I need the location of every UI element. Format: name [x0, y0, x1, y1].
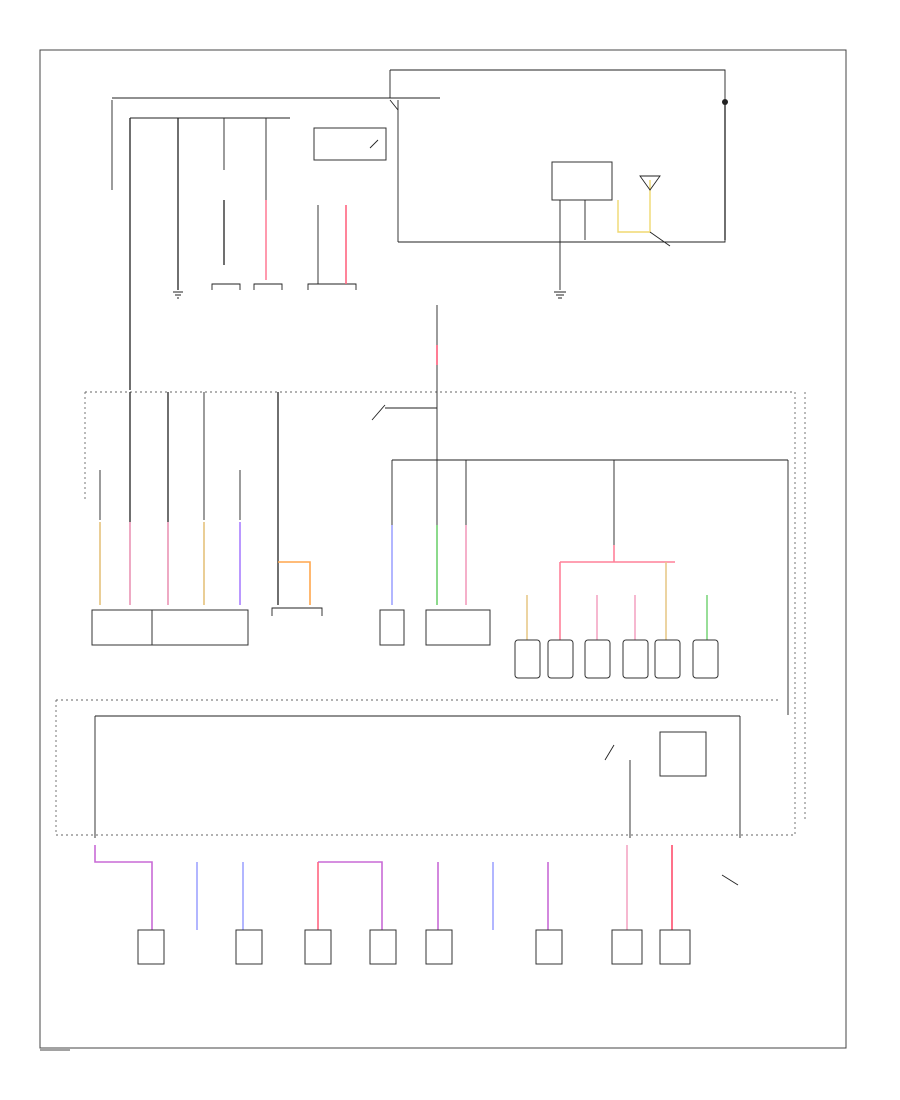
injector-box-1 [514, 639, 541, 679]
injector-box-6 [692, 639, 719, 679]
ground-symbol-2 [554, 291, 566, 299]
fuse-box-outline-right [55, 392, 796, 836]
component-bracket-m3 [271, 607, 323, 616]
ground-symbol-1 [173, 291, 183, 299]
ground-triangle-icon [639, 175, 661, 191]
component-box-b5 [369, 929, 397, 965]
diagram-border [39, 49, 847, 1049]
relay-switch-lower [604, 744, 615, 761]
controller-out-wire [649, 231, 671, 247]
bottom-section [56, 699, 780, 965]
relay-box [313, 127, 387, 161]
wire-violet-b1 [94, 845, 153, 930]
controller-yellow-wire [617, 180, 651, 233]
component-box-c2 [425, 609, 491, 646]
component-box-c1 [379, 609, 405, 646]
wire-orange-1 [278, 561, 311, 605]
component-box-b4 [304, 929, 332, 965]
component-box-b9 [611, 929, 643, 965]
component-box-m2 [151, 609, 249, 646]
injector-box-4 [622, 639, 649, 679]
component-box-b8 [535, 929, 563, 965]
injector-box-2 [547, 639, 574, 679]
controller-box [551, 161, 613, 201]
component-box-b1 [137, 929, 165, 965]
top-section [111, 69, 728, 390]
component-box-b3 [235, 929, 263, 965]
ignition-switch-arm [371, 404, 386, 421]
component-box-m1 [91, 609, 153, 646]
wire-red-b4 [318, 861, 383, 930]
middle-section [55, 305, 806, 836]
relay-switch [369, 139, 379, 149]
component-bracket-3 [307, 283, 357, 290]
relay-top-link [389, 99, 399, 111]
power-frame [390, 69, 726, 243]
component-box-b10 [659, 929, 691, 965]
injector-box-5 [654, 639, 681, 679]
component-bracket-2 [253, 283, 283, 290]
switch-b11 [721, 874, 739, 886]
battery-terminal-icon [722, 99, 728, 105]
relay-box-lower [659, 731, 707, 777]
component-bracket-1 [211, 283, 241, 290]
component-box-b6 [425, 929, 453, 965]
injector-box-3 [584, 639, 611, 679]
